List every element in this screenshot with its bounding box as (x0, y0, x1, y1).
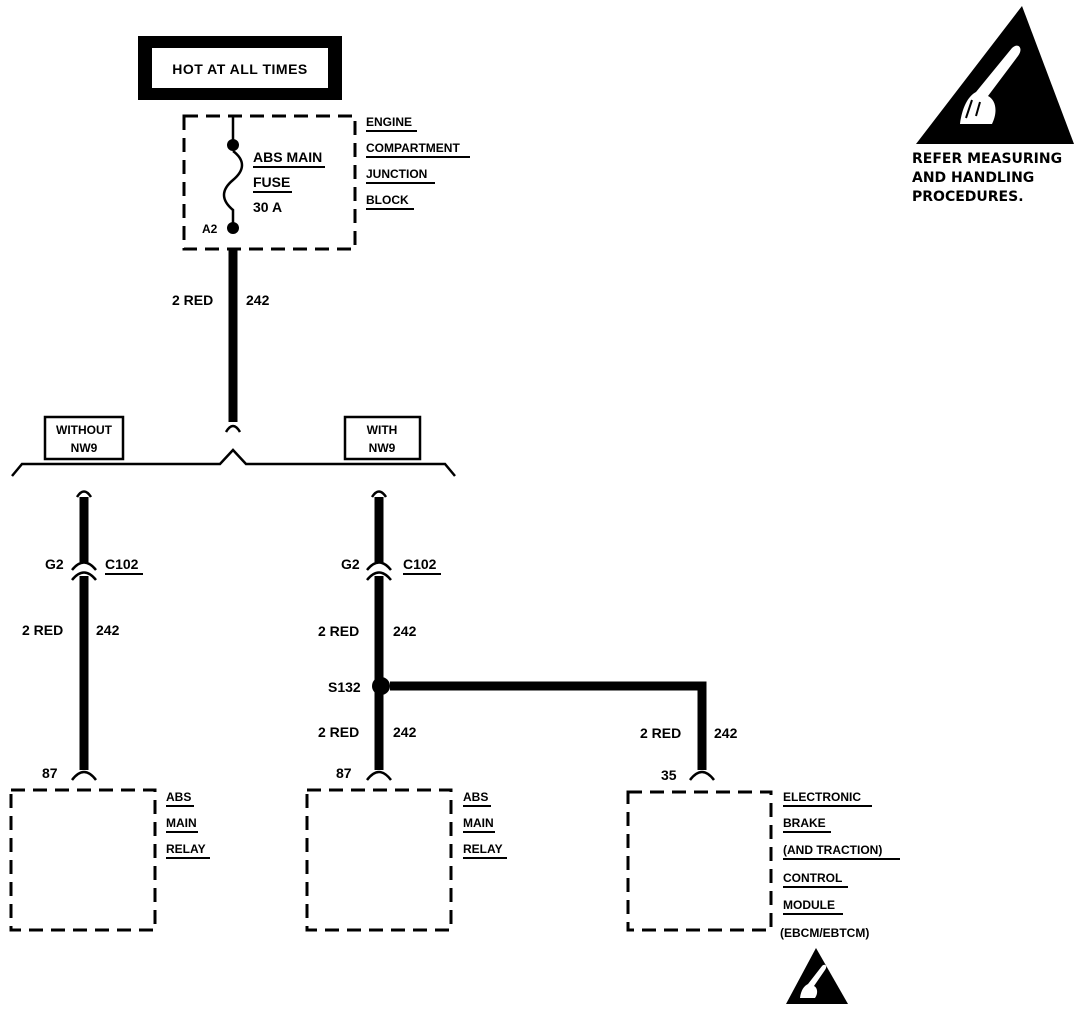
left-relay-name-3: RELAY (166, 842, 206, 856)
module-name-3: (AND TRACTION) (783, 843, 882, 857)
esd-small-icon (786, 948, 848, 1004)
junction-block-name-4: BLOCK (366, 193, 409, 207)
left-connector-name: C102 (105, 556, 139, 572)
esd-note-line-1: REFER MEASURING (912, 151, 1062, 167)
power-source-label: HOT AT ALL TIMES (172, 61, 308, 77)
right-relay-pin: 87 (336, 765, 352, 781)
junction-block-name-1: ENGINE (366, 115, 412, 129)
right-relay-name-1: ABS (463, 790, 488, 804)
right-relay-name-2: MAIN (463, 816, 494, 830)
left-abs-main-relay: ABS MAIN RELAY (9, 788, 210, 932)
right-relay-name-3: RELAY (463, 842, 503, 856)
junction-block: A2 ABS MAIN FUSE 30 A ENGINE COMPARTMENT… (182, 114, 470, 251)
right-lower-wire-circuit: 242 (393, 724, 417, 740)
left-relay-name-2: MAIN (166, 816, 197, 830)
main-wire-circuit: 242 (246, 292, 270, 308)
left-wire-color: 2 RED (22, 622, 63, 638)
option-bracket: WITHOUT NW9 WITH NW9 (11, 415, 456, 477)
fuse-terminal-a2 (227, 222, 239, 234)
main-feed-wire: 2 RED 242 (172, 249, 270, 433)
right-connector-name: C102 (403, 556, 437, 572)
splice-s132 (372, 677, 390, 695)
junction-block-name-3: JUNCTION (366, 167, 427, 181)
right-upper-wire-circuit: 242 (393, 623, 417, 639)
module-name-4: CONTROL (783, 871, 842, 885)
splice-label: S132 (328, 679, 361, 695)
fuse-rating: 30 A (253, 199, 282, 215)
left-connector-pin: G2 (45, 556, 64, 572)
fuse-element (222, 150, 244, 228)
esd-warning-icon (916, 6, 1074, 144)
main-wire-color: 2 RED (172, 292, 213, 308)
left-relay-name-1: ABS (166, 790, 191, 804)
right-branch: G2 C102 2 RED 242 S132 2 RED 242 87 (318, 490, 441, 781)
fuse-name-line-2: FUSE (253, 174, 290, 190)
fuse-name-line-1: ABS MAIN (253, 149, 322, 165)
right-lower-wire-color: 2 RED (318, 724, 359, 740)
esd-note-line-3: PROCEDURES. (912, 189, 1024, 205)
option-without-line-1: WITHOUT (56, 423, 113, 437)
junction-block-name-2: COMPARTMENT (366, 141, 460, 155)
module-name-5: MODULE (783, 898, 835, 912)
esd-note-line-2: AND HANDLING (912, 170, 1034, 186)
right-upper-wire-color: 2 RED (318, 623, 359, 639)
module-wire-circuit: 242 (714, 725, 738, 741)
left-wire-circuit: 242 (96, 622, 120, 638)
left-relay-pin: 87 (42, 765, 58, 781)
option-with-line-1: WITH (367, 423, 398, 437)
right-abs-main-relay: ABS MAIN RELAY (305, 788, 507, 932)
module-name-2: BRAKE (783, 816, 826, 830)
module-name-1: ELECTRONIC (783, 790, 861, 804)
fuse-terminal-label: A2 (202, 222, 218, 236)
ebcm-module: ELECTRONIC BRAKE (AND TRACTION) CONTROL … (626, 790, 900, 940)
module-wire-color: 2 RED (640, 725, 681, 741)
right-connector-pin: G2 (341, 556, 360, 572)
option-without-line-2: NW9 (71, 441, 98, 455)
option-with-line-2: NW9 (369, 441, 396, 455)
module-feed-wire: 2 RED 242 35 (390, 681, 738, 783)
module-name-6: (EBCM/EBTCM) (780, 926, 869, 940)
left-branch: G2 C102 2 RED 242 87 (22, 490, 143, 781)
module-pin: 35 (661, 767, 677, 783)
power-source-box: HOT AT ALL TIMES (138, 36, 342, 100)
